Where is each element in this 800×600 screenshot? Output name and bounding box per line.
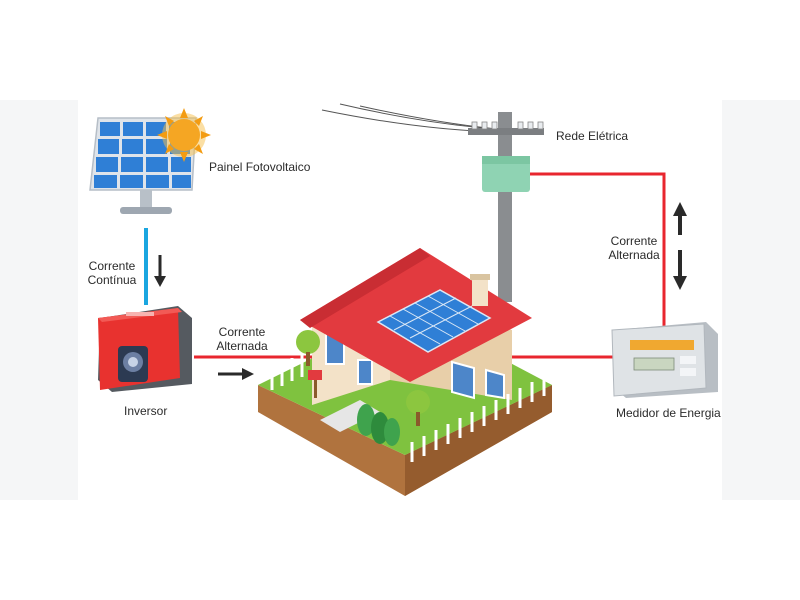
ac-current-left-label: Corrente Alternada <box>212 325 272 353</box>
inverter-label: Inversor <box>124 404 168 418</box>
sun-icon <box>157 108 211 162</box>
panel-label: Painel Fotovoltaico <box>209 160 311 174</box>
ac-current-right-label: Corrente Alternada <box>604 234 664 262</box>
ac-current-left-line-2: Alternada <box>216 339 268 353</box>
ac-wire-meter-grid <box>530 172 666 330</box>
dc-current-line-1: Corrente <box>88 259 136 273</box>
dc-current-line-2: Contínua <box>87 273 137 287</box>
energy-meter-icon <box>611 322 718 398</box>
inverter-icon <box>98 306 192 392</box>
ac-current-right-line-2: Alternada <box>608 248 660 262</box>
meter-label: Medidor de Energia <box>616 406 721 420</box>
dc-current-label: Corrente Contínua <box>84 259 140 287</box>
utility-pole-icon <box>321 103 544 302</box>
ac-current-left-line-1: Corrente <box>218 325 266 339</box>
arrow-bidirectional <box>673 202 687 290</box>
grid-label: Rede Elétrica <box>556 129 629 143</box>
arrow-down-dc <box>154 255 166 287</box>
house-icon <box>258 248 552 496</box>
wires <box>144 172 666 359</box>
arrow-right-ac <box>218 368 254 380</box>
ac-current-right-line-1: Corrente <box>610 234 658 248</box>
